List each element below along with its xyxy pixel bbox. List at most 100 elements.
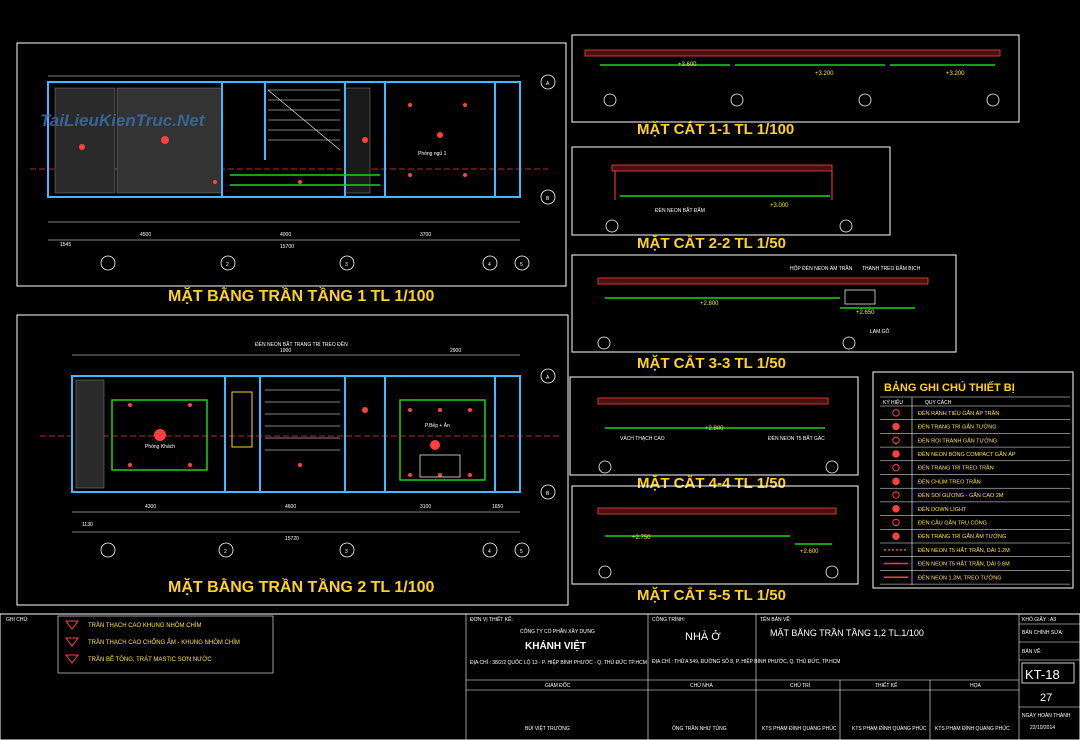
legend-symbol-icon	[892, 505, 900, 513]
legend-row-label: ĐÈN NEON T5 HẮT TRẦN, DÀI 0.6M	[918, 560, 1010, 568]
section3-note-3: LAM GỖ	[870, 328, 890, 335]
section3-drawing	[597, 277, 929, 350]
legend-row-label: ĐÈN DOWN LIGHT	[918, 506, 967, 513]
section2-note: ĐÈN NEON BẮT ĐẤM	[655, 206, 705, 214]
legend-row-label: ĐÈN RỌI TRANH GẮN TƯỜNG	[918, 436, 997, 444]
section1-level-2: +3.200	[815, 71, 834, 77]
plan2-row-b: B	[546, 491, 550, 497]
legend-row-label: ĐÈN NEON 1.2M, TREO TƯỜNG	[918, 574, 1001, 581]
plan2-dim-t1: 1900	[280, 348, 291, 354]
plan2-room-kitchen: P.Bếp + Ăn	[425, 422, 450, 429]
section4-title: MẶT CẮT 4-4 TL 1/50	[637, 474, 786, 492]
plan1-dim-1: 4500	[140, 232, 151, 238]
section4-note-1: VÁCH THẠCH CAO	[620, 435, 665, 442]
note-3: TRẦN BÊ TÔNG, TRÁT MASTIC SƠN NƯỚC	[88, 655, 212, 663]
section5-frame	[571, 485, 859, 585]
notes-box	[57, 615, 274, 674]
section3-frame	[571, 254, 957, 353]
legend-row-label: ĐÈN NEON T5 HẮT TRẦN, DÀI 1.2M	[918, 546, 1010, 554]
legend-col-spec: QUY CÁCH	[925, 399, 952, 406]
legend-rows: ĐÈN RÁNH TIỂU GẮN ÁP TRẦN ĐÈN TRANG TRÍ G…	[880, 409, 1070, 585]
khogiay: KHỔ GIẤY : A3	[1022, 616, 1056, 623]
plan2-axis-bubbles	[100, 368, 556, 558]
legend-symbol-icon	[892, 518, 900, 527]
plan2-room-living: Phòng Khách	[145, 444, 175, 450]
drawing-label: TÊN BẢN VẼ:	[760, 615, 791, 623]
sig-name-5: KTS PHẠM ĐÌNH QUANG PHÚC	[935, 725, 1010, 732]
company-line: CÔNG TY CỔ PHẦN XÂY DỰNG	[520, 628, 595, 635]
plan2-dim-total: 15720	[285, 536, 299, 542]
section3-level-1: +2.800	[700, 301, 719, 307]
section4-frame	[569, 376, 859, 476]
sig-name-4: KTS PHẠM ĐÌNH QUANG PHÚC	[852, 725, 927, 732]
project-name: NHÀ Ở	[685, 630, 721, 643]
plan1-dim-3: 3700	[420, 232, 431, 238]
plan2-note: ĐÈN NEON BẮT TRANG TRÍ TREO ĐỀN	[255, 340, 348, 348]
note-1: TRẦN THẠCH CAO KHUNG NHÔM CHÌM	[88, 622, 202, 629]
note-symbols	[65, 620, 79, 664]
legend-symbol-icon	[892, 532, 900, 540]
plan1-row-b: B	[546, 196, 550, 202]
title-block	[0, 613, 1080, 740]
sig-header-4: THIẾT KẾ	[875, 682, 898, 689]
legend-symbol-icon	[892, 491, 900, 499]
sig-header-5: HỌA	[970, 683, 982, 689]
plan1-dim-total: 15700	[280, 244, 294, 250]
plan1-axis-bubbles	[100, 74, 556, 271]
legend-row-label: ĐÈN TRANG TRÍ GẮN TƯỜNG	[918, 423, 996, 431]
designer-label: ĐƠN VỊ THIẾT KẾ:	[470, 616, 513, 623]
legend-symbol-icon	[892, 477, 900, 486]
legend-row-label: ĐÈN NEON BÓNG COMPACT GẮN ÁP	[918, 450, 1016, 458]
date: 22/10/2014	[1030, 725, 1055, 731]
legend-symbol-icon	[892, 436, 900, 444]
legend-row-label: ĐÈN CHÙM TREO TRẦN	[918, 478, 981, 485]
section1-title: MẶT CẮT 1-1 TL 1/100	[637, 120, 794, 138]
section3-note-1: HỘP ĐÈN NEON ẨM TRẦN	[790, 265, 853, 272]
legend-row-label: ĐÈN CẦU GẮN TRỤ CỔNG	[918, 518, 987, 526]
legend-symbol-icon	[892, 409, 900, 417]
plan1-frame	[16, 42, 567, 287]
section4-note-2: ĐÈN NEON T5 BẮT GÁC	[768, 434, 825, 442]
plan2-axis-4: 4	[488, 549, 491, 555]
note-2: TRẦN THẠCH CAO CHỐNG ẨM - KHUNG NHÔM CHÌ…	[88, 639, 240, 646]
project-address: ĐỊA CHỈ : THỬA 549, ĐƯỜNG SỐ 8, P. HIỆP …	[652, 657, 840, 665]
section2-drawing	[605, 164, 853, 233]
plan2-frame	[16, 314, 569, 606]
legend-col-symbol: KÝ HIỆU	[883, 398, 903, 406]
legend-row-label: ĐÈN SOI GƯƠNG - GẮN CAO 2M	[918, 491, 1004, 499]
sig-header-3: CHỦ TRÌ	[790, 682, 811, 689]
company-name: KHÁNH VIỆT	[525, 639, 586, 652]
plan1-axis-5: 5	[520, 262, 523, 268]
section1-drawing	[584, 49, 1001, 107]
plan2-dim-t2: 2900	[450, 348, 461, 354]
plan2-title: MẶT BẰNG TRẦN TẦNG 2 TL 1/100	[168, 577, 435, 596]
section3-level-2: +2.650	[856, 310, 875, 316]
sig-header-2: CHỦ NHÀ	[690, 682, 713, 689]
ghichu-label: GHI CHÚ:	[6, 616, 29, 623]
section5-level-2: +2.600	[800, 549, 819, 555]
plan2-drawing: Phòng Khách P.Bếp + Ăn ĐÈN NEON BẮT TRAN…	[40, 340, 560, 558]
legend-row-label: ĐÈN RÁNH TIỂU GẮN ÁP TRẦN	[918, 409, 999, 417]
sig-header-1: GIÁM ĐỐC	[545, 682, 571, 689]
plan2-dim-left: 1130	[82, 522, 93, 528]
section4-level: +2.800	[705, 426, 724, 432]
section5-title: MẶT CẮT 5-5 TL 1/50	[637, 586, 786, 604]
plan1-title: MẶT BẰNG TRẦN TẦNG 1 TL 1/100	[168, 286, 435, 305]
plan2-dim-b4: 1650	[492, 504, 503, 510]
section3-note-2: THANH TREO ĐẤM BỊCH	[862, 265, 921, 272]
watermark: TaiLieuKienTruc.Net	[40, 111, 206, 130]
sheet-number: 27	[1040, 692, 1052, 704]
sig-name-1: BÙI VIỆT TRƯỜNG	[525, 724, 570, 732]
plan2-dim-b1: 4300	[145, 504, 156, 510]
plan1-axis-3: 3	[345, 262, 348, 268]
plan1-dim-2: 4000	[280, 232, 291, 238]
section2-level: +3.000	[770, 203, 789, 209]
sig-name-3: KTS PHẠM ĐÌNH QUANG PHÚC	[762, 725, 837, 732]
legend-symbol-icon	[892, 463, 900, 472]
plan2-dim-b3: 3100	[420, 504, 431, 510]
legend-row-label: ĐÈN TRANG TRÍ TREO TRẦN	[918, 465, 994, 472]
section5-level-1: +2.750	[632, 535, 651, 541]
plan2-axis-2: 2	[224, 549, 227, 555]
plan2-row-a: A	[546, 375, 550, 381]
